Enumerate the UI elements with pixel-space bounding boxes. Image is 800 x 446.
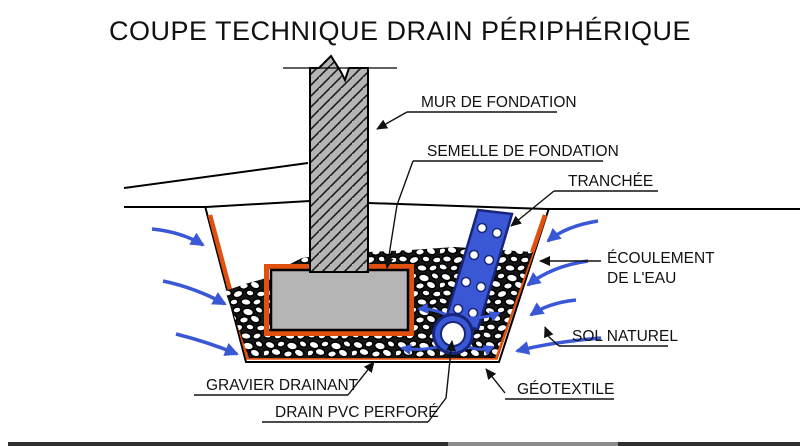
label-ecoulement-line2: DE L'EAU (607, 270, 676, 287)
leader-drain (427, 340, 456, 423)
leader-geotextile (485, 368, 506, 394)
label-gravier-drainant: GRAVIER DRAINANT (206, 377, 359, 394)
terrain-lines (123, 162, 800, 210)
leader-tranchee (510, 190, 555, 227)
perforated-riser-pipe (442, 208, 514, 331)
label-ecoulement-line1: ÉCOULEMENT (607, 250, 715, 267)
label-mur-de-fondation: MUR DE FONDATION (421, 94, 577, 111)
label-tranchee: TRANCHÉE (568, 173, 653, 190)
leader-sol (544, 326, 560, 347)
diagram-title: COUPE TECHNIQUE DRAIN PÉRIPHÉRIQUE (109, 16, 691, 46)
foundation-footing (269, 268, 410, 332)
video-progress-bar[interactable] (8, 442, 800, 446)
label-geotextile: GÉOTEXTILE (517, 381, 614, 398)
pipe-perforations (452, 222, 503, 319)
labels: MUR DE FONDATION SEMELLE DE FONDATION TR… (194, 94, 715, 423)
leader-gravier (347, 361, 375, 396)
leader-mur (376, 111, 408, 130)
label-drain-pvc-perfore: DRAIN PVC PERFORÉ (275, 404, 439, 421)
foundation-wall (283, 54, 397, 273)
water-arrows-left (151, 227, 239, 356)
leader-lines (347, 111, 601, 423)
leader-semelle (383, 160, 414, 269)
drain-pipe-cross-section (432, 313, 474, 355)
label-semelle-de-fondation: SEMELLE DE FONDATION (427, 143, 619, 160)
label-sol-naturel: SOL NATUREL (572, 328, 678, 345)
